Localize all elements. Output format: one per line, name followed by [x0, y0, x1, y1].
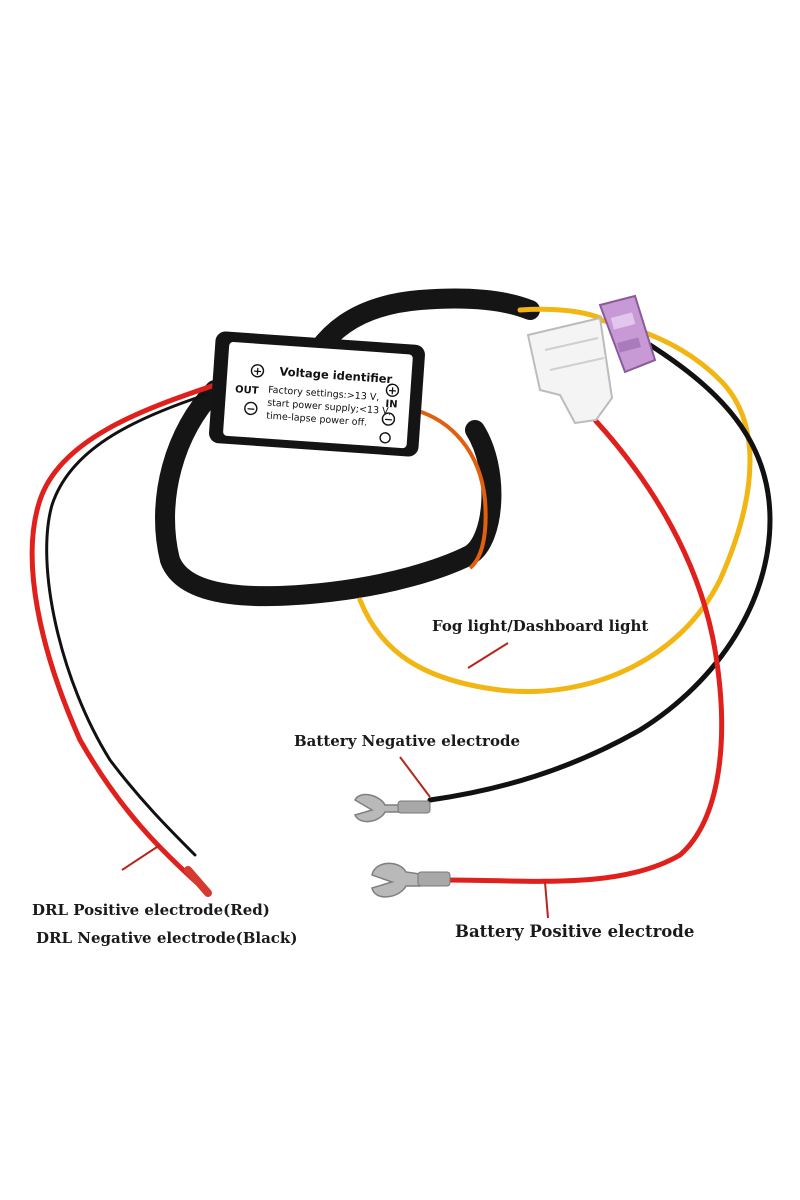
module-cable-right [414, 408, 488, 570]
battery-negative-wire [427, 342, 773, 803]
battery-positive-label: Battery Positive electrode [455, 922, 695, 941]
drl-black-wire [45, 393, 207, 857]
svg-text:−: − [246, 402, 256, 416]
yellow-wire-top [517, 306, 603, 321]
in-signal-icon [379, 432, 391, 444]
svg-text:−: − [383, 413, 393, 427]
fog-leader-line [467, 642, 509, 669]
in-minus-icon [381, 412, 396, 426]
battery-positive-wire [442, 417, 725, 884]
in-plus-icon [385, 383, 400, 397]
drl-wire-tip [184, 866, 212, 897]
drl-red-wire [29, 382, 218, 893]
fog-yellow-wire [357, 317, 753, 694]
drl-positive-label: DRL Positive electrode(Red) [32, 901, 270, 919]
out-minus-icon [244, 401, 258, 416]
fog-light-label: Fog light/Dashboard light [432, 617, 649, 635]
drl-negative-label: DRL Negative electrode(Black) [36, 929, 298, 947]
fuse [598, 294, 657, 374]
positive-leader-line [544, 881, 549, 919]
negative-leader-line [399, 756, 431, 798]
svg-text:+: + [387, 384, 397, 398]
fuse-holder [526, 316, 614, 425]
svg-text:+: + [252, 364, 262, 378]
battery-positive-terminal [371, 862, 451, 898]
battery-negative-label: Battery Negative electrode [294, 732, 520, 750]
module-out-label: OUT [235, 384, 259, 397]
voltage-identifier-module: Voltage identifier OUT IN Factory settin… [209, 331, 425, 457]
module-in-label: IN [385, 399, 398, 411]
drl-leader-line [121, 844, 161, 871]
out-plus-icon [250, 364, 265, 378]
battery-negative-terminal [353, 793, 431, 823]
